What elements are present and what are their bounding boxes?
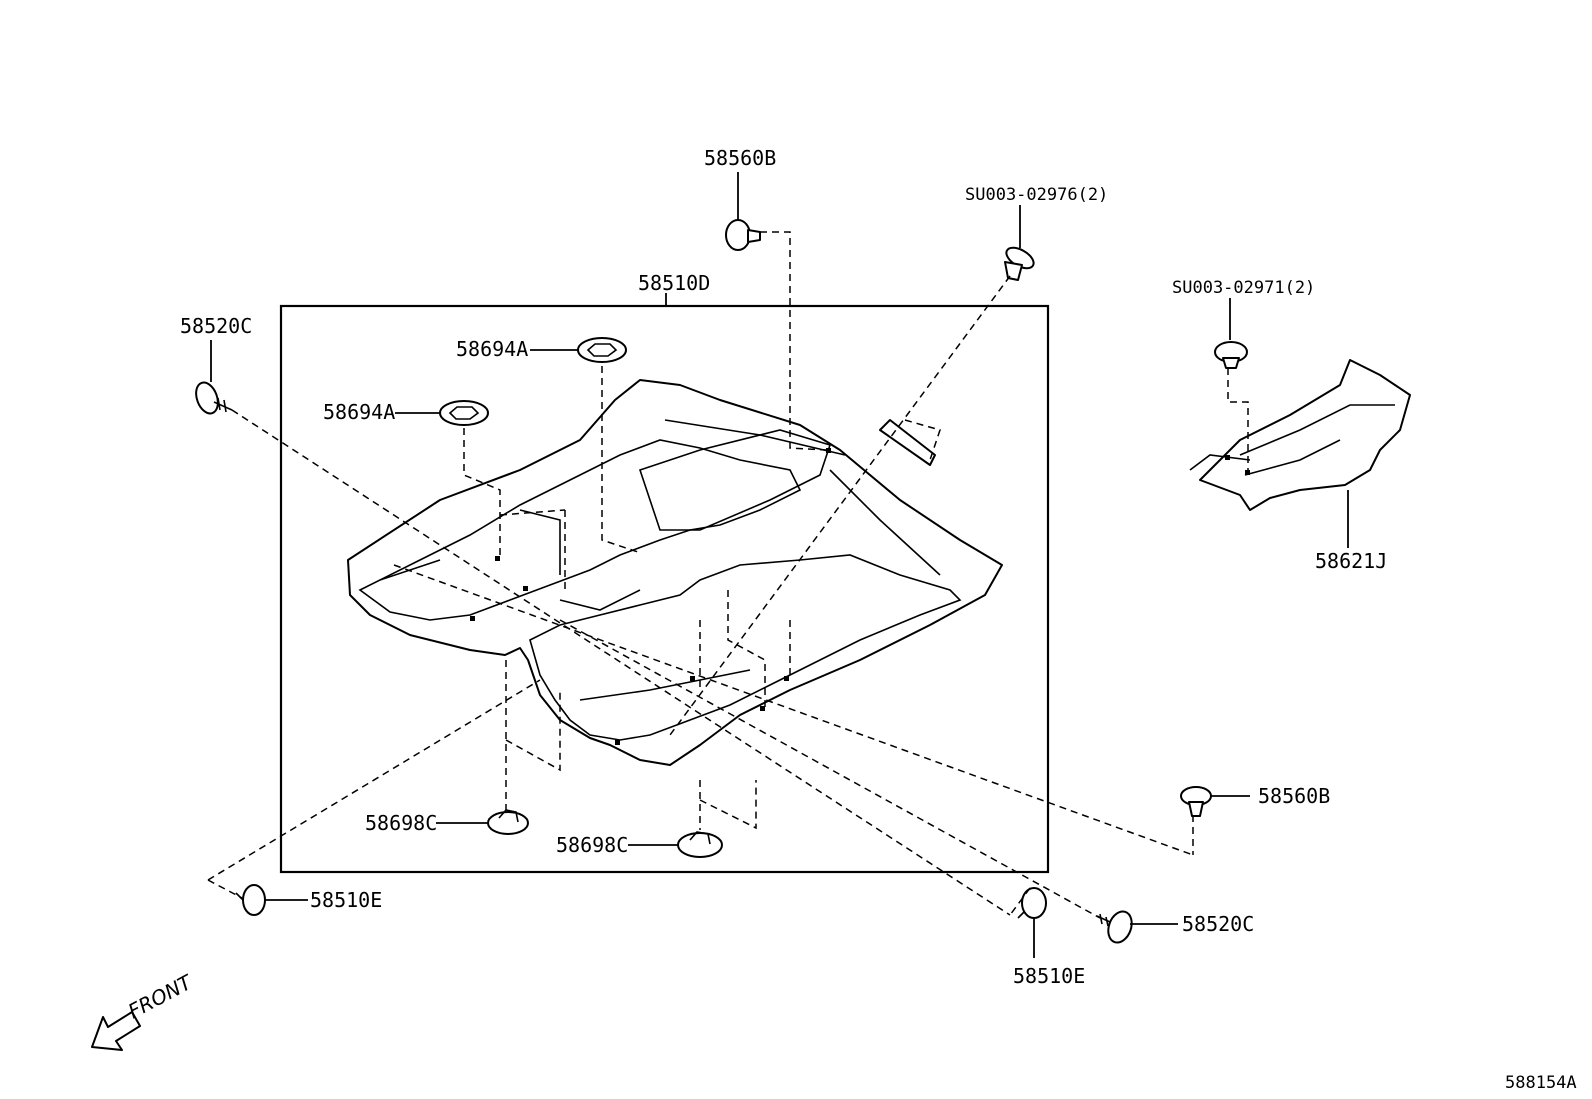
clip-58520c-left-icon: [195, 381, 233, 415]
label-screw-top-right: SU003-02976(2): [965, 185, 1108, 205]
clip-58510e-center-icon: [1017, 887, 1047, 919]
floor-carpet-part: [347, 379, 1003, 766]
label-main-carpet: 58510D: [638, 271, 710, 295]
screw-su003-02976-icon: [1004, 246, 1035, 281]
clip-58510e-left-icon: [235, 884, 266, 916]
clip-58520c-right-icon: [1096, 910, 1133, 944]
label-screw-side: SU003-02971(2): [1172, 278, 1315, 298]
label-clip-bottom-center: 58510E: [1013, 964, 1085, 988]
front-arrow-icon: [91, 1011, 141, 1051]
clip-58560b-right-icon: [1180, 786, 1212, 817]
bracket-part: [879, 419, 936, 466]
label-grommet-lower: 58694A: [323, 400, 395, 424]
label-grommet-upper: 58694A: [456, 337, 528, 361]
label-clip-top: 58560B: [704, 146, 776, 170]
label-side-cover: 58621J: [1315, 549, 1387, 573]
screw-su003-02971-icon: [1214, 341, 1248, 369]
pad-58698c-left-icon: [487, 809, 529, 835]
pad-58698c-right-icon: [677, 831, 723, 858]
label-clip-right: 58560B: [1258, 784, 1330, 808]
label-front: FRONT: [124, 969, 197, 1023]
clip-58560b-top-icon: [725, 219, 761, 251]
label-pad-right: 58698C: [556, 833, 628, 857]
assembly-frame: [279, 304, 1050, 874]
label-pad-left: 58698C: [365, 811, 437, 835]
grommet-58694a-lower-icon: [439, 400, 489, 426]
side-cover-part: [1189, 359, 1411, 511]
label-clip-left-top: 58520C: [180, 314, 252, 338]
diagram-code: 588154A: [1505, 1073, 1577, 1093]
grommet-58694a-upper-icon: [577, 337, 627, 363]
label-clip-bottom-right: 58520C: [1182, 912, 1254, 936]
label-clip-bottom-left: 58510E: [310, 888, 382, 912]
